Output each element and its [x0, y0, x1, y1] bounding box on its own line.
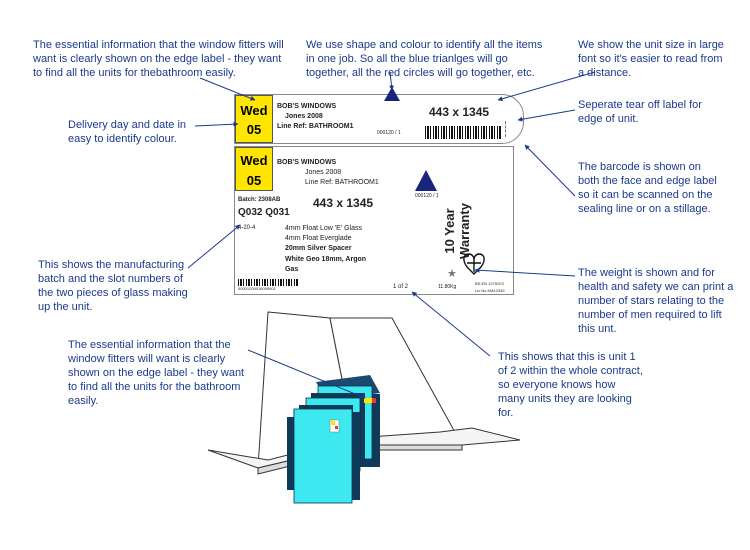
edge-job-code: 000120 / 1 — [377, 130, 401, 136]
edge-customer: Jones 2008 — [285, 113, 323, 120]
weight-star-icon: ★ — [447, 267, 457, 280]
face-glass-1: 4mm Float Low 'E' Glass — [285, 225, 362, 232]
annotation-shape-colour: We use shape and colour to identify all … — [306, 39, 543, 79]
edge-size: 443 x 1345 — [429, 105, 490, 119]
face-label: Wed 05 BOB'S WINDOWS Jones 2008 Line Ref… — [234, 146, 514, 295]
edge-day: Wed — [240, 103, 268, 118]
tear-perforation — [505, 121, 509, 137]
face-glass-2: 4mm Float Everglade — [285, 235, 352, 242]
face-spacer: 20mm Silver Spacer — [285, 245, 352, 252]
face-barcode-number: 00001200016009001 — [238, 286, 276, 291]
edge-barcode — [425, 126, 501, 139]
edge-date: 05 — [246, 122, 262, 137]
face-standard: BS:EN 1279/2/3 — [475, 281, 504, 286]
face-slots: Q032 Q031 — [238, 207, 290, 218]
face-size: 443 x 1345 — [313, 196, 374, 210]
annotation-edge-label-bottom: The essential information that the windo… — [68, 339, 245, 407]
face-job-code: 000120 / 1 — [415, 193, 439, 199]
face-unit-of: 1 of 2 — [393, 284, 409, 290]
face-date: 05 — [246, 173, 262, 188]
face-day: Wed — [240, 153, 268, 168]
face-weight: 11.80Kg — [438, 284, 457, 290]
annotation-delivery: Delivery day and date in easy to identif… — [68, 119, 187, 145]
annotation-weight: The weight is shown and for health and s… — [578, 267, 734, 335]
face-spec-code: 4-20-4 — [238, 225, 256, 231]
face-licence: Lic.No.KM12345 — [475, 288, 505, 293]
face-gas: White Geo 18mm, Argon Gas — [285, 256, 367, 273]
face-customer: Jones 2008 — [305, 169, 342, 176]
face-barcode — [238, 279, 298, 286]
edge-day-badge: Wed 05 — [235, 95, 273, 143]
annotation-unit-size: We show the unit size in large font so i… — [578, 39, 724, 79]
annotation-unit-count: This shows that this is unit 1 of 2 with… — [498, 351, 643, 419]
edge-label: Wed 05 BOB'S WINDOWS Jones 2008 Line Ref… — [234, 94, 524, 144]
edge-triangle-icon — [384, 87, 400, 101]
face-triangle-icon — [415, 170, 437, 191]
annotation-edge-label: The essential information that the windo… — [33, 39, 284, 79]
annotation-barcode: The barcode is shown on both the face an… — [578, 161, 717, 215]
glass-units — [287, 375, 380, 504]
face-batch: Batch: 2308AB — [238, 197, 281, 203]
kitemark-icon — [463, 253, 485, 275]
face-line-ref: Line Ref: BATHROOM1 — [305, 179, 379, 186]
edge-company: BOB'S WINDOWS — [277, 103, 337, 110]
face-company: BOB'S WINDOWS — [277, 159, 337, 166]
annotation-tear-off: Seperate tear off label for edge of unit… — [578, 99, 702, 125]
face-day-badge: Wed 05 — [235, 147, 273, 191]
annotation-arrows — [187, 71, 596, 399]
annotation-batch: This shows the manufacturing batch and t… — [38, 259, 188, 313]
edge-line-ref: Line Ref: BATHROOM1 — [277, 123, 354, 130]
